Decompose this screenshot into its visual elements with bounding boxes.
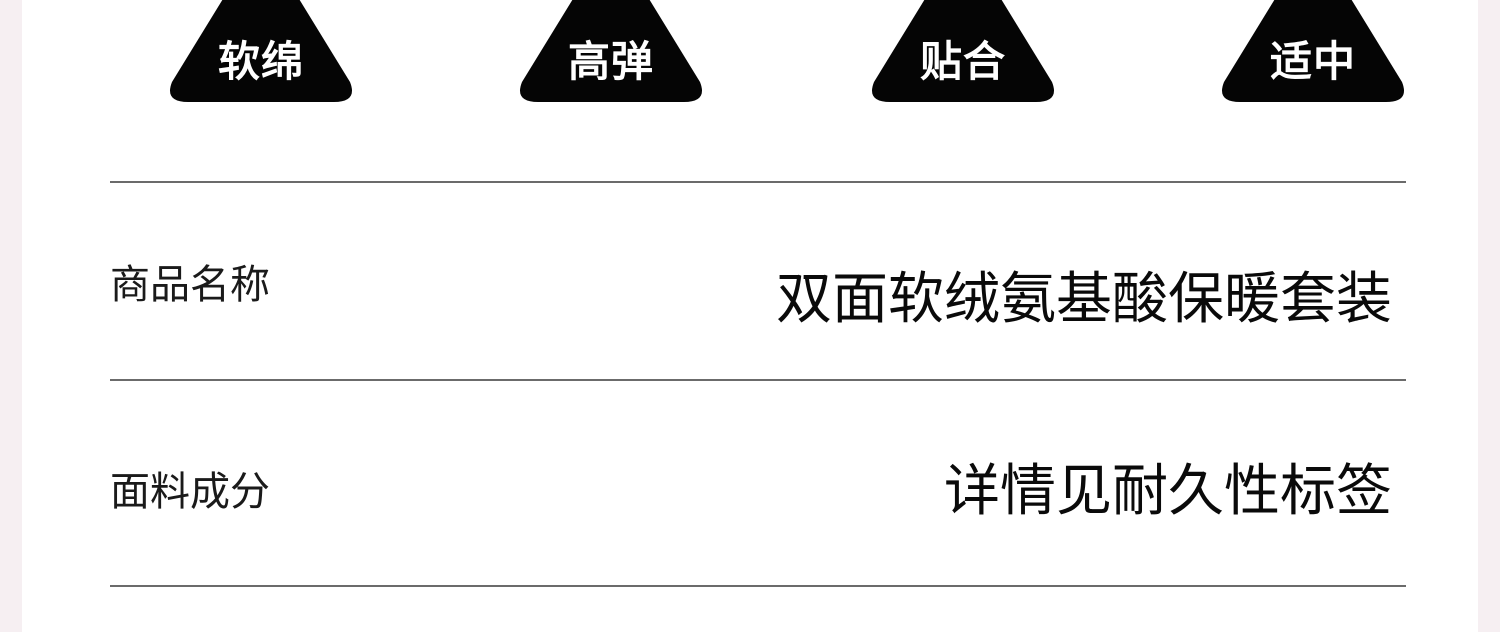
- feature-badge-elastic: 高弹: [518, 0, 704, 104]
- feature-badge-label: 软绵: [217, 37, 304, 86]
- fabric-composition-label: 面料成分: [110, 469, 270, 515]
- fabric-composition-value: 详情见耐久性标签: [944, 459, 1392, 524]
- product-name-value: 双面软绒氨基酸保暖套装: [776, 267, 1392, 332]
- divider-top: [110, 181, 1406, 183]
- feature-badge-label: 贴合: [919, 37, 1006, 86]
- feature-badge-label: 高弹: [567, 37, 654, 86]
- feature-badges: 软绵 高弹 贴合 适中: [0, 0, 1500, 110]
- feature-badge-moderate: 适中: [1220, 0, 1406, 104]
- feature-badge-fit: 贴合: [870, 0, 1056, 104]
- rounded-triangle-icon: [520, 0, 702, 102]
- divider-middle: [110, 379, 1406, 381]
- feature-badge-soft: 软绵: [168, 0, 354, 104]
- divider-bottom: [110, 585, 1406, 587]
- rounded-triangle-icon: [170, 0, 352, 102]
- product-spec-panel: [22, 0, 1478, 632]
- product-name-label: 商品名称: [110, 262, 270, 308]
- feature-badge-label: 适中: [1269, 37, 1356, 86]
- rounded-triangle-icon: [872, 0, 1054, 102]
- rounded-triangle-icon: [1222, 0, 1404, 102]
